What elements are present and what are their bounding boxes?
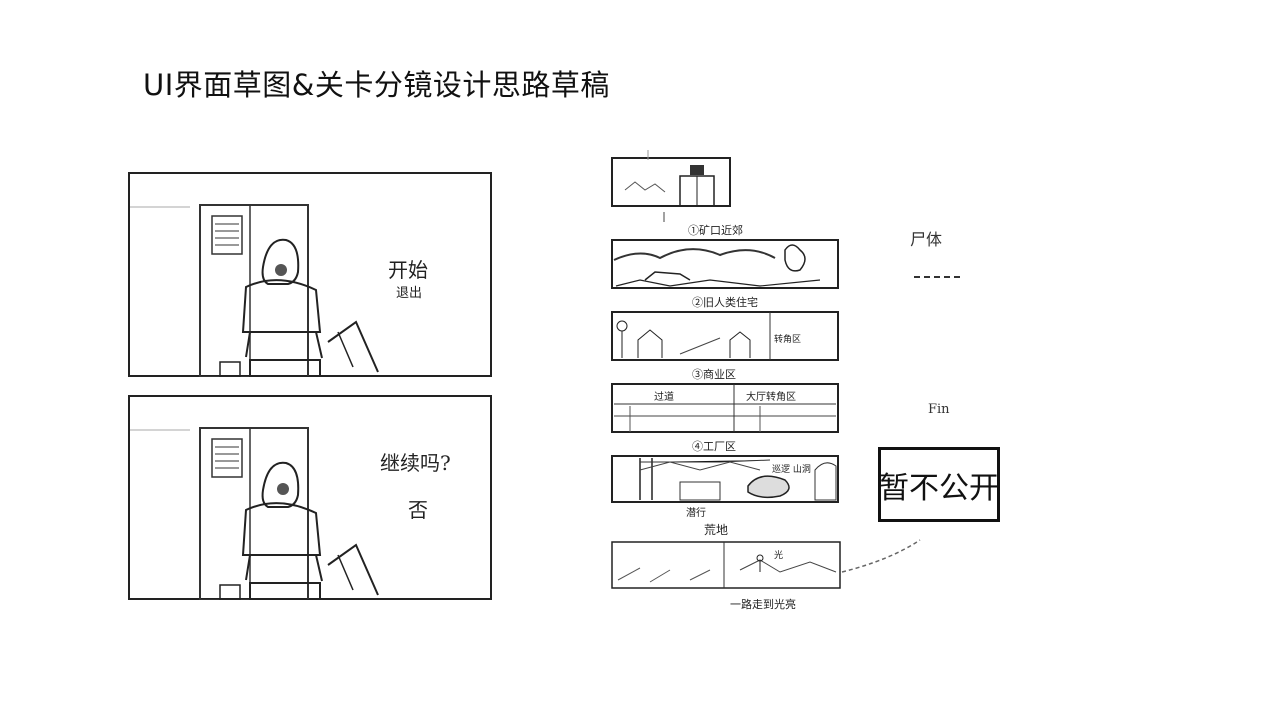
frame-caption-5: 荒地	[704, 523, 728, 537]
exit-label: 退出	[396, 286, 422, 301]
ui-sketch-continue-screen: 继续吗? 否	[128, 395, 492, 600]
secret-label-box: 暂不公开	[878, 447, 1000, 522]
storyboard-sketch: ①矿口近郊 ②旧人类住宅 转角区 ③商业区	[611, 150, 921, 611]
start-screen-sketch: 开始 退出	[128, 172, 492, 377]
continue-screen-sketch: 继续吗? 否	[128, 395, 492, 600]
factory-below-label: 潜行	[686, 506, 706, 519]
ui-sketch-start-screen: 开始 退出	[128, 172, 492, 377]
factory-right-label: 巡逻 山洞	[772, 464, 811, 475]
side-note-fin: Fin	[928, 402, 950, 417]
connector-arrow	[841, 539, 921, 573]
start-label: 开始	[388, 258, 428, 282]
storyboard-frame-residential: 转角区	[611, 311, 839, 361]
continue-label: 继续吗?	[380, 451, 451, 475]
bottom-note: 一路走到光亮	[730, 597, 796, 611]
no-label: 否	[408, 498, 428, 522]
frame-caption-4: ④工厂区	[692, 440, 736, 453]
side-note-corpse: 尸体	[910, 230, 943, 249]
storyboard-frame-wasteland: 光	[611, 541, 841, 589]
commercial-right-label: 大厅转角区	[746, 390, 796, 403]
storyboard-frame-outskirts	[611, 239, 839, 289]
commercial-left-label: 过道	[654, 390, 674, 403]
storyboard-frame-mine	[611, 150, 731, 222]
corpse-sketch	[914, 266, 960, 278]
frame-caption-3: ③商业区	[692, 367, 736, 381]
page-title: UI界面草图&关卡分镜设计思路草稿	[143, 68, 610, 102]
storyboard-frame-commercial: 过道 大厅转角区	[611, 383, 839, 433]
residential-right-label: 转角区	[774, 333, 801, 345]
storyboard-frame-factory: 巡逻 山洞	[611, 455, 839, 503]
frame-caption-1: ①矿口近郊	[688, 224, 743, 237]
frame-caption-2: ②旧人类住宅	[692, 295, 758, 309]
wasteland-right-label: 光	[774, 549, 783, 561]
secret-label: 暂不公开	[879, 470, 999, 506]
level-storyboard: ①矿口近郊 ②旧人类住宅 转角区 ③商业区	[600, 140, 1020, 620]
